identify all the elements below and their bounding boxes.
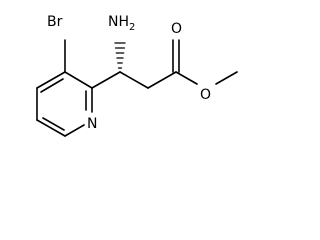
bond-c3-c4 <box>36 71 66 89</box>
pyridine-nitrogen-label: N <box>87 116 97 132</box>
bond-o-methyl <box>215 71 238 85</box>
amine-label: NH2 <box>108 14 135 33</box>
bromine-label: Br <box>47 14 63 30</box>
bond-c5-c6-inner <box>42 117 65 131</box>
hashed-wedge-bond <box>114 42 126 69</box>
bond-c5-c6 <box>36 119 66 137</box>
bond-c2-calpha <box>91 71 121 89</box>
bond-c6-n1 <box>64 124 85 137</box>
bond-c2-c3 <box>64 71 93 89</box>
bond-ch2-carbonyl <box>147 71 177 89</box>
carbonyl-oxygen-label: O <box>171 21 182 37</box>
bond-calpha-ch2 <box>119 71 149 89</box>
bond-carbonyl-o-ether <box>175 71 198 85</box>
bond-c3-c4-inner <box>40 78 64 93</box>
molecule-diagram: Br NH2 O O N <box>36 14 238 137</box>
pyridine-ring <box>36 71 93 137</box>
ether-oxygen-label: O <box>200 87 211 103</box>
